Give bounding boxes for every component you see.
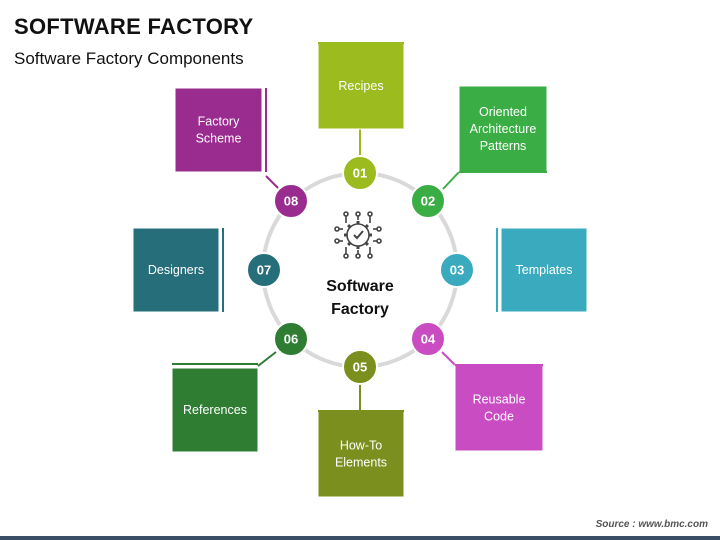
number-node-label-03: 03 — [450, 263, 464, 278]
component-box-07 — [132, 227, 220, 313]
connector-line-06 — [257, 351, 277, 367]
center-label-line-1: Software — [326, 278, 394, 295]
number-node-label-07: 07 — [257, 263, 271, 278]
component-box-08 — [174, 87, 263, 173]
component-label-04-line-1: Reusable — [473, 393, 526, 407]
connector-line-04 — [441, 351, 456, 366]
number-node-02 — [410, 183, 446, 219]
component-box-04 — [454, 364, 544, 452]
connector-line-02 — [442, 171, 460, 190]
component-box-02 — [458, 85, 548, 173]
number-node-05 — [342, 349, 378, 385]
number-node-label-06: 06 — [284, 332, 298, 347]
component-label-05-line-1: How-To — [340, 439, 382, 453]
component-label-04-line-2: Code — [484, 410, 514, 424]
number-node-07 — [246, 252, 282, 288]
number-node-03 — [439, 252, 475, 288]
number-node-label-08: 08 — [284, 194, 298, 209]
component-label-02-line-3: Patterns — [480, 139, 527, 153]
connector-lines — [257, 129, 460, 411]
component-label-05-line-2: Elements — [335, 456, 387, 470]
component-box-06 — [171, 367, 259, 453]
gear-circuit-check-icon — [334, 211, 382, 259]
component-box-05 — [317, 410, 405, 498]
component-label-07-line-1: Designers — [148, 263, 204, 277]
component-label-06-line-1: References — [183, 403, 247, 417]
connector-line-08 — [265, 175, 279, 189]
number-node-01 — [342, 155, 378, 191]
component-box-03 — [500, 227, 588, 313]
number-node-08 — [273, 183, 309, 219]
number-node-label-02: 02 — [421, 194, 435, 209]
component-boxes: RecipesOrientedArchitecturePatternsTempl… — [132, 42, 588, 498]
number-node-label-01: 01 — [353, 166, 367, 181]
component-label-03-line-1: Templates — [516, 263, 573, 277]
bottom-bar — [0, 536, 720, 540]
page-title: SOFTWARE FACTORY — [14, 14, 254, 39]
component-label-02-line-1: Oriented — [479, 105, 527, 119]
number-node-04 — [410, 321, 446, 357]
component-label-01-line-1: Recipes — [338, 79, 383, 93]
component-label-08-line-1: Factory — [198, 115, 240, 129]
component-box-01 — [317, 42, 405, 130]
center-label-line-2: Factory — [331, 301, 389, 318]
number-node-06 — [273, 321, 309, 357]
number-node-label-04: 04 — [421, 332, 436, 347]
source-note: Source : www.bmc.com — [595, 519, 708, 530]
component-label-02-line-2: Architecture — [470, 122, 537, 136]
number-nodes: 01 02 03 04 05 06 07 08 — [246, 155, 475, 385]
page-subtitle: Software Factory Components — [14, 49, 244, 68]
number-node-label-05: 05 — [353, 360, 367, 375]
component-label-08-line-2: Scheme — [196, 132, 242, 146]
